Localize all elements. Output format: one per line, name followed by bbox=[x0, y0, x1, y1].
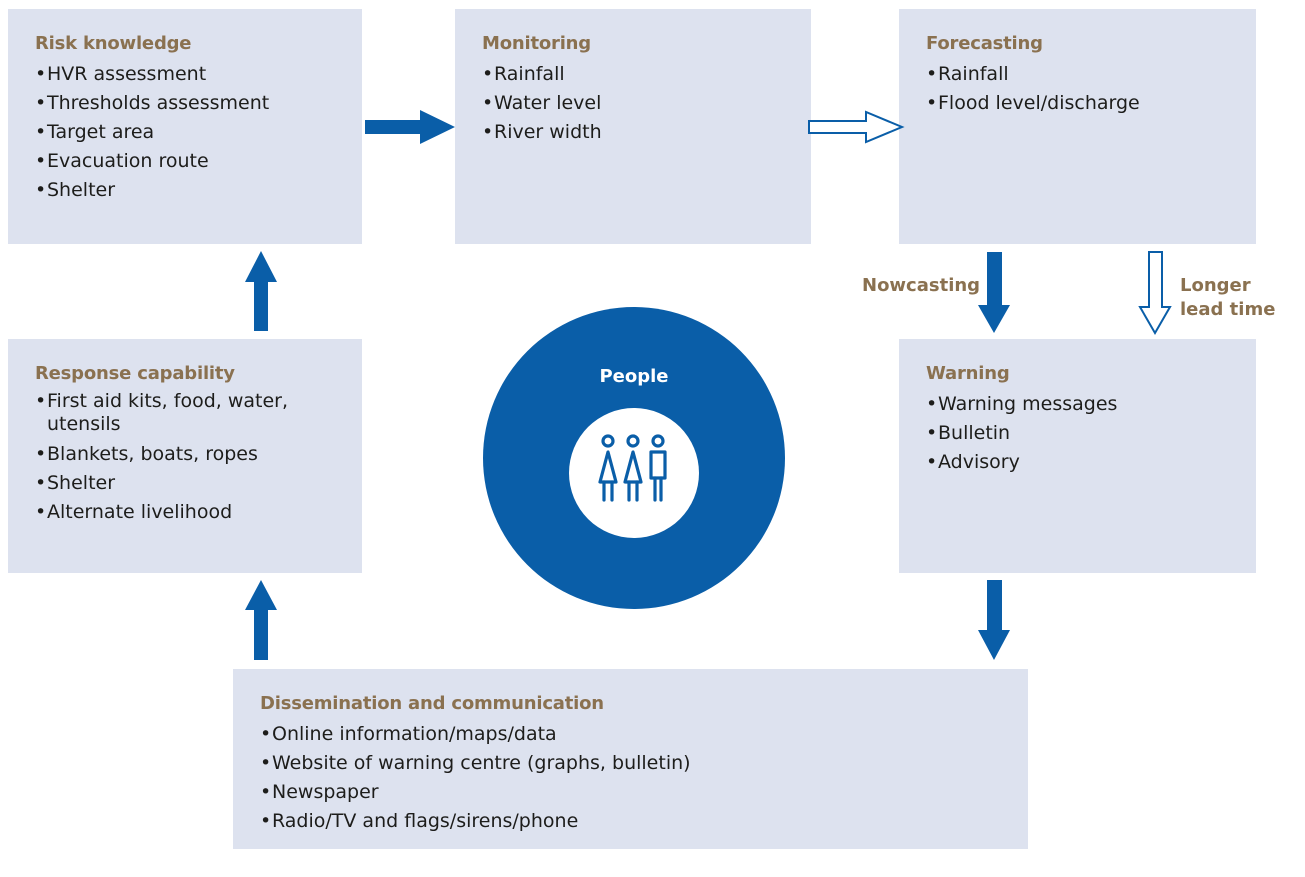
list-item: Blankets, boats, ropes bbox=[35, 440, 342, 469]
arrow-longer-lead-time bbox=[1138, 251, 1172, 336]
response-capability-box: Response capability First aid kits, food… bbox=[8, 339, 362, 573]
list-item: Radio/TV and flags/sirens/phone bbox=[260, 807, 1008, 836]
response-capability-list: First aid kits, food, water, utensils Bl… bbox=[35, 390, 342, 527]
arrow-dissemination-to-response bbox=[245, 580, 277, 660]
forecasting-box: Forecasting Rainfall Flood level/dischar… bbox=[899, 9, 1256, 244]
risk-knowledge-list: HVR assessment Thresholds assessment Tar… bbox=[35, 60, 342, 205]
arrow-nowcasting bbox=[978, 252, 1010, 333]
people-circle: People bbox=[483, 307, 785, 609]
list-item: Evacuation route bbox=[35, 147, 342, 176]
arrow-warning-to-dissemination bbox=[978, 580, 1010, 660]
dissemination-box: Dissemination and communication Online i… bbox=[233, 669, 1028, 849]
people-icon bbox=[598, 434, 667, 502]
nowcasting-label: Nowcasting bbox=[862, 275, 981, 296]
list-item: Bulletin bbox=[926, 419, 1236, 448]
list-item: Advisory bbox=[926, 448, 1236, 477]
list-item: Thresholds assessment bbox=[35, 89, 342, 118]
list-item: HVR assessment bbox=[35, 60, 342, 89]
list-item: Online information/maps/data bbox=[260, 720, 1008, 749]
warning-box: Warning Warning messages Bulletin Adviso… bbox=[899, 339, 1256, 573]
list-item: Rainfall bbox=[926, 60, 1236, 89]
list-item: Flood level/discharge bbox=[926, 89, 1236, 118]
list-item: Warning messages bbox=[926, 390, 1236, 419]
list-item: Newspaper bbox=[260, 778, 1008, 807]
arrow-monitoring-to-forecasting bbox=[808, 110, 905, 144]
risk-knowledge-title: Risk knowledge bbox=[35, 33, 192, 54]
warning-list: Warning messages Bulletin Advisory bbox=[926, 390, 1236, 477]
people-label: People bbox=[599, 366, 669, 387]
dissemination-list: Online information/maps/data Website of … bbox=[260, 720, 1008, 836]
arrow-response-to-risk bbox=[245, 251, 277, 331]
list-item: Website of warning centre (graphs, bulle… bbox=[260, 749, 1008, 778]
list-item: Rainfall bbox=[482, 60, 791, 89]
list-item: Alternate livelihood bbox=[35, 498, 342, 527]
risk-knowledge-box: Risk knowledge HVR assessment Thresholds… bbox=[8, 9, 362, 244]
list-item: First aid kits, food, water, utensils bbox=[35, 390, 342, 436]
people-inner-circle bbox=[569, 408, 699, 538]
list-item: Water level bbox=[482, 89, 791, 118]
arrow-risk-to-monitoring bbox=[365, 110, 455, 144]
dissemination-title: Dissemination and communication bbox=[260, 693, 604, 714]
list-item: Shelter bbox=[35, 469, 342, 498]
forecasting-list: Rainfall Flood level/discharge bbox=[926, 60, 1236, 118]
list-item: Target area bbox=[35, 118, 342, 147]
monitoring-box: Monitoring Rainfall Water level River wi… bbox=[455, 9, 811, 244]
list-item: River width bbox=[482, 118, 791, 147]
longer-lead-time-label: Longer lead time bbox=[1180, 275, 1276, 320]
list-item: Shelter bbox=[35, 176, 342, 205]
monitoring-title: Monitoring bbox=[482, 33, 591, 54]
warning-title: Warning bbox=[926, 363, 1010, 384]
monitoring-list: Rainfall Water level River width bbox=[482, 60, 791, 147]
response-capability-title: Response capability bbox=[35, 363, 235, 384]
forecasting-title: Forecasting bbox=[926, 33, 1043, 54]
